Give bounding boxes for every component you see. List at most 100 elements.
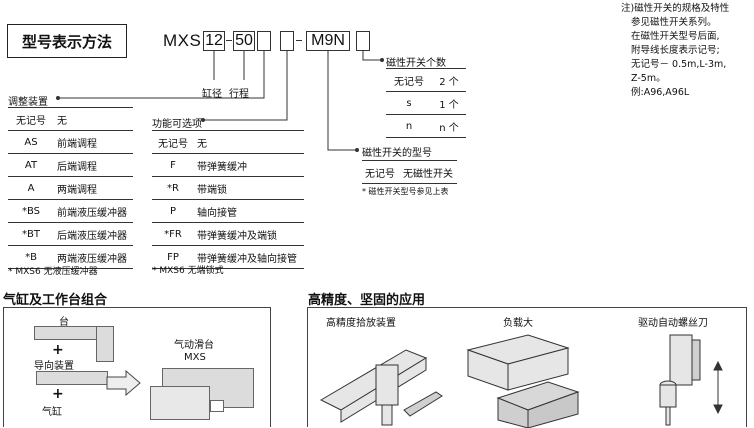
label-guide: 导向装置 xyxy=(34,361,74,372)
table-cell: n xyxy=(386,114,432,138)
table-cell: 前端调程 xyxy=(54,130,133,154)
table-cell: 带弹簧缓冲 xyxy=(194,153,304,177)
table-cell: AS xyxy=(8,130,54,154)
caption-pick-place: 高精度拾放装置 xyxy=(326,318,396,329)
model-box-adjust xyxy=(257,31,271,51)
table-cell: n 个 xyxy=(432,114,466,138)
note-line: 无记号－ 0.5m,L-3m, xyxy=(631,59,727,70)
pick-place-illustration xyxy=(319,349,443,426)
model-bore: 12 xyxy=(203,31,225,51)
table-cell: s xyxy=(386,91,432,115)
model-box-count xyxy=(356,31,370,51)
function-note: * MXS6 无端锁式 xyxy=(152,266,224,276)
arrow-right-icon xyxy=(106,370,141,396)
heavy-load-illustration xyxy=(466,334,580,428)
table-cell: *BS xyxy=(8,199,54,223)
page-title: 型号表示方法 xyxy=(21,32,112,51)
table-cell: 无记号 xyxy=(386,68,432,92)
table-cell: 无磁性开关 xyxy=(400,160,457,184)
table-cell: 带弹簧缓冲及轴向接管 xyxy=(194,245,304,269)
dash xyxy=(296,40,302,41)
slide-port-shape xyxy=(210,400,224,412)
slide-body-shape xyxy=(150,386,210,420)
plus-sign: + xyxy=(52,386,64,402)
table-cell: 无记号 xyxy=(152,130,194,154)
switch-type-table: 无记号无磁性开关 xyxy=(362,160,457,184)
label-table: 台 xyxy=(59,317,69,328)
table-cell: *BT xyxy=(8,222,54,246)
switch-type-title: 磁性开关的型号 xyxy=(362,148,432,159)
note-line: Z-5m。 xyxy=(631,73,666,84)
table-cell: 无记号 xyxy=(8,107,54,131)
table-cell: 无记号 xyxy=(362,160,400,184)
table-cell: 后端调程 xyxy=(54,153,133,177)
switch-type-note: * 磁性开关型号参见上表 xyxy=(362,187,449,196)
label-stroke: 行程 xyxy=(229,89,249,100)
table-cell: 1 个 xyxy=(432,91,466,115)
function-title: 功能可选项 xyxy=(152,119,202,130)
model-stroke: 50 xyxy=(233,31,255,51)
label-bore: 缸径 xyxy=(202,89,222,100)
section-title-combination: 气缸及工作台组合 xyxy=(3,293,108,308)
table-cell: 无 xyxy=(194,130,304,154)
combination-panel: 台 + 导向装置 + 气缸 气动滑台 MXS xyxy=(3,307,271,427)
table-cell: 2 个 xyxy=(432,68,466,92)
switch-count-title: 磁性开关个数 xyxy=(386,58,446,69)
note-line: 附导线长度表示记号; xyxy=(631,45,720,56)
table-cell: 带弹簧缓冲及端锁 xyxy=(194,222,304,246)
section-title-application: 高精度、坚固的应用 xyxy=(308,293,426,308)
note-line: 注)磁性开关的规格及特性 xyxy=(621,3,730,14)
note-line: 参见磁性开关系列。 xyxy=(631,17,717,28)
table-cell: A xyxy=(8,176,54,200)
guide-part-shape xyxy=(36,371,108,385)
model-switch: M9N xyxy=(306,31,350,51)
adjust-title: 调整装置 xyxy=(8,97,48,108)
application-panel: 高精度拾放装置 负载大 驱动自动螺丝刀 xyxy=(307,307,747,428)
dash xyxy=(226,40,232,41)
note-line: 例:A96,A96L xyxy=(631,87,690,98)
adjust-note: * MXS6 无液压缓冲器 xyxy=(8,267,98,277)
table-row: 无记号无 xyxy=(8,107,133,131)
table-cell: AT xyxy=(8,153,54,177)
table-cell: 轴向接管 xyxy=(194,199,304,223)
table-cell: F xyxy=(152,153,194,177)
table-cell: P xyxy=(152,199,194,223)
table-cell: 两端调程 xyxy=(54,176,133,200)
model-prefix: MXS xyxy=(163,31,202,50)
table-cell: 前端液压缓冲器 xyxy=(54,199,133,223)
table-part-side xyxy=(96,326,114,362)
switch-spec-note: 注)磁性开关的规格及特性 参见磁性开关系列。 在磁性开关型号后面, 附导线长度表… xyxy=(621,2,754,100)
table-row: 无记号无磁性开关 xyxy=(362,160,457,184)
table-cell: 无 xyxy=(54,107,133,131)
table-cell: *R xyxy=(152,176,194,200)
table-cell: FP xyxy=(152,245,194,269)
caption-screwdriver: 驱动自动螺丝刀 xyxy=(638,318,708,329)
label-cylinder: 气缸 xyxy=(42,407,62,418)
result-title: 气动滑台 xyxy=(174,340,214,351)
table-row: 无记号无 xyxy=(152,130,304,154)
caption-heavy-load: 负载大 xyxy=(503,318,533,329)
table-cell: *B xyxy=(8,245,54,269)
table-cell: *FR xyxy=(152,222,194,246)
table-cell: 后端液压缓冲器 xyxy=(54,222,133,246)
model-box-function xyxy=(280,31,294,51)
note-line: 在磁性开关型号后面, xyxy=(631,31,720,42)
page-title-box: 型号表示方法 xyxy=(7,24,127,58)
